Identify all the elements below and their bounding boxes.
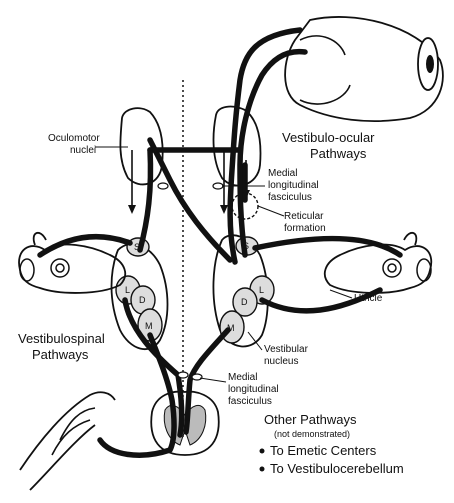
nucleus-letter-d-left: D (139, 295, 146, 305)
reticular-label-1: Reticular (284, 211, 324, 222)
reticular-label-2: formation (284, 223, 326, 234)
bullet-emetic: To Emetic Centers (270, 443, 377, 458)
vor-label-1: Vestibulo-ocular (282, 130, 375, 145)
mlf-top-label-1: Medial (268, 168, 297, 179)
eyeball (284, 16, 444, 122)
vest-nucleus-label-1: Vestibular (264, 344, 309, 355)
mlf-top-label-3: fasciculus (268, 192, 312, 203)
nucleus-letter-d-right: D (241, 297, 248, 307)
vsp-label-1: Vestibulospinal (18, 331, 105, 346)
mlf-bottom-label-2: longitudinal (228, 384, 279, 395)
nucleus-letter-m-right: M (227, 323, 235, 333)
leader-lines (95, 146, 353, 383)
vor-label-2: Pathways (310, 146, 367, 161)
limb-muscle (19, 391, 116, 491)
vest-nucleus-label-2: nucleus (264, 356, 298, 367)
oculomotor-label-2: nuclei (70, 145, 96, 156)
nucleus-letter-m-left: M (145, 321, 153, 331)
other-pathways-label: Other Pathways (264, 412, 357, 427)
not-demonstrated-label: (not demonstrated) (274, 429, 350, 439)
nucleus-letter-s-left: S (134, 242, 140, 252)
nucleus-letter-l-right: L (259, 285, 264, 295)
mlf-bottom-label-1: Medial (228, 372, 257, 383)
nucleus-letter-l-left: L (125, 285, 130, 295)
vsp-label-2: Pathways (32, 347, 89, 362)
nucleus-letter-s-right: S (243, 241, 249, 251)
bullet-dot-1 (259, 448, 265, 454)
oculomotor-label-1: Oculomotor (48, 133, 100, 144)
right-inner-ear (323, 231, 433, 294)
bullet-vestibulocerebellum: To Vestibulocerebellum (270, 461, 404, 476)
vestibular-nuclei-left (115, 237, 163, 342)
mlf-top-label-2: longitudinal (268, 180, 319, 191)
oculomotor-arrows (128, 150, 250, 214)
bullet-dot-2 (259, 466, 265, 472)
utricle-label: Utricle (354, 293, 383, 304)
mlf-markers (157, 182, 224, 381)
mlf-bottom-label-3: fasciculus (228, 396, 272, 407)
